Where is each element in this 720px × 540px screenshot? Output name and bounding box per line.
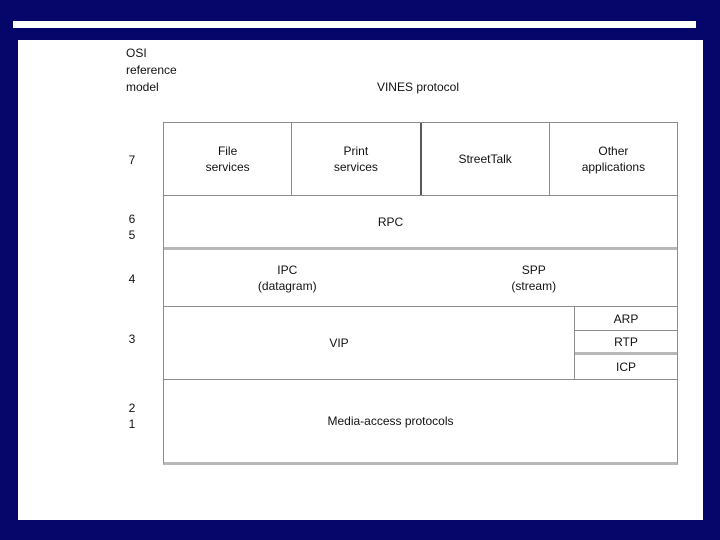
cell-spp: SPP (stream) (511, 263, 557, 293)
table-row-layer3: VIP ARP RTP ICP (164, 307, 677, 380)
table-row-layer4: IPC (datagram) SPP (stream) (164, 250, 677, 307)
table-row-layer6-5: RPC (164, 196, 677, 250)
cell-rtp: RTP (575, 331, 677, 355)
accent-line (13, 21, 696, 28)
cell-media-access: Media-access protocols (327, 414, 454, 428)
table-row-layer2-1: Media-access protocols (164, 380, 677, 462)
layer-label-3: 3 (128, 332, 136, 346)
table-row-layer7: File services Print services StreetTalk … (164, 123, 677, 196)
cell-arp: ARP (575, 307, 677, 331)
cell-ipc: IPC (datagram) (257, 263, 317, 293)
osi-heading: OSI reference model (126, 46, 177, 94)
cell-vip: VIP (164, 307, 575, 379)
layer-label-2-1: 2 1 (128, 401, 136, 431)
layer-label-4: 4 (128, 272, 136, 286)
cell-print-services: Print services (292, 123, 422, 195)
vines-heading: VINES protocol (376, 80, 460, 94)
cell-icp: ICP (615, 360, 636, 374)
cell-streettalk: StreetTalk (422, 123, 550, 195)
layer3-side-column: ARP RTP ICP (575, 307, 677, 379)
protocol-table: File services Print services StreetTalk … (163, 122, 678, 465)
layer-label-6-5: 6 5 (128, 212, 136, 242)
layer-label-7: 7 (128, 153, 136, 167)
cell-other-applications: Other applications (581, 144, 646, 174)
cell-rpc: RPC (377, 214, 404, 229)
cell-file-services: File services (164, 123, 293, 195)
content-area: OSI reference model VINES protocol 7 6 5… (18, 40, 703, 520)
